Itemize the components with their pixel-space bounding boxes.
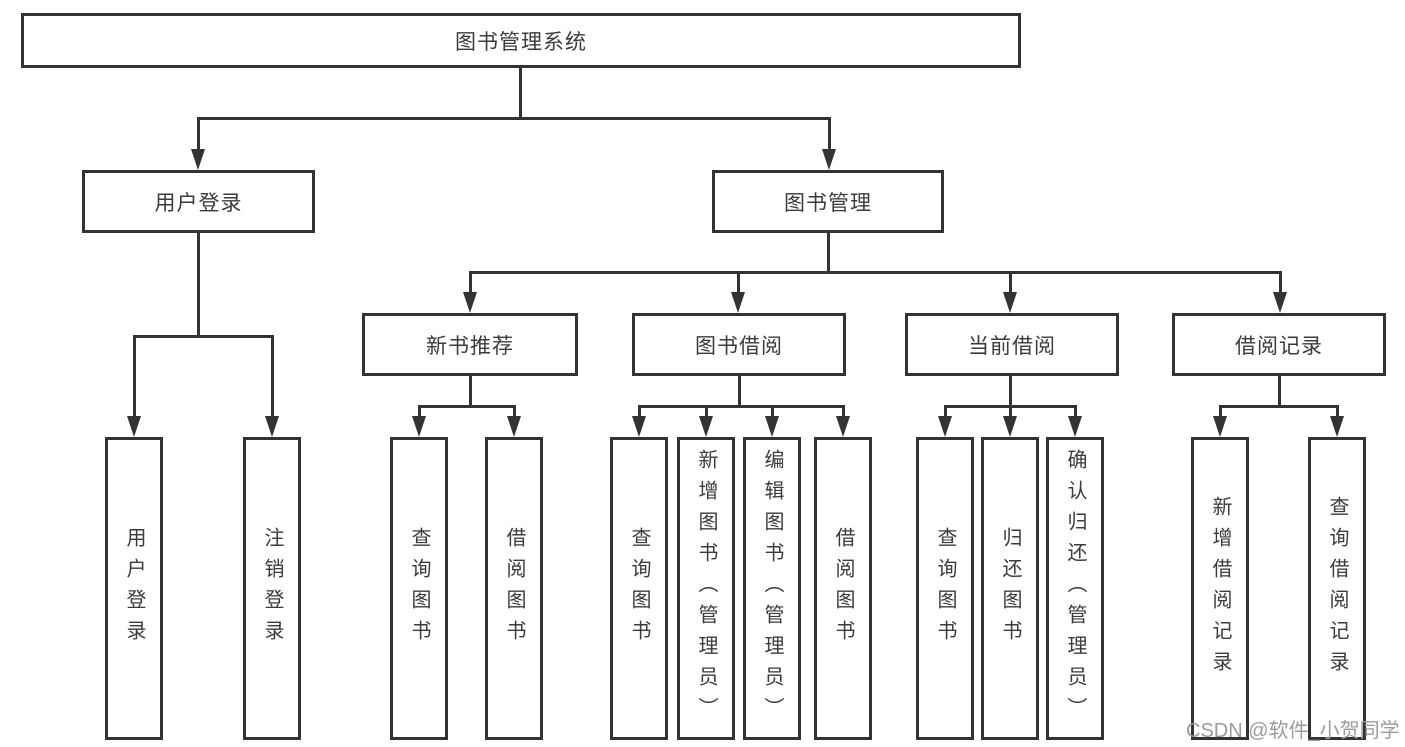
node-new-book-recommend: 新书推荐 bbox=[362, 313, 578, 376]
leaf-add-borrow-record: 新增借阅记录 bbox=[1191, 437, 1249, 740]
leaf-logout-label: 注销登录 bbox=[261, 526, 283, 651]
connector-line bbox=[1009, 405, 1012, 418]
connector-line bbox=[133, 335, 274, 338]
arrowhead bbox=[265, 416, 279, 437]
connector-line bbox=[418, 405, 421, 418]
connector-line bbox=[771, 405, 774, 418]
leaf-query-books-borrow: 查询图书 bbox=[610, 437, 668, 740]
connector-line bbox=[1074, 405, 1077, 418]
connector-line bbox=[1278, 376, 1281, 407]
node-user-login: 用户登录 bbox=[82, 170, 315, 233]
arrowhead bbox=[412, 416, 426, 437]
connector-line bbox=[1009, 271, 1012, 294]
connector-line bbox=[271, 335, 274, 417]
leaf-query-books-current: 查询图书 bbox=[916, 437, 974, 740]
node-borrow-records-label: 借阅记录 bbox=[1235, 334, 1323, 358]
leaf-return-book-label: 归还图书 bbox=[999, 526, 1021, 651]
root-node: 图书管理系统 bbox=[21, 13, 1021, 68]
node-book-management-label: 图书管理 bbox=[784, 191, 872, 215]
connector-line bbox=[638, 405, 641, 418]
connector-line bbox=[1336, 405, 1339, 418]
leaf-query-books-current-label: 查询图书 bbox=[934, 526, 956, 651]
arrowhead bbox=[1068, 416, 1082, 437]
leaf-query-books-borrow-label: 查询图书 bbox=[628, 526, 650, 651]
arrowhead bbox=[765, 416, 779, 437]
connector-line bbox=[133, 335, 136, 417]
connector-line bbox=[827, 232, 830, 273]
connector-line bbox=[1279, 271, 1282, 294]
arrowhead bbox=[938, 416, 952, 437]
connector-line bbox=[197, 117, 200, 151]
leaf-edit-book-admin: 编辑图书（管理员） bbox=[743, 437, 801, 740]
connector-line bbox=[1219, 405, 1339, 408]
arrowhead bbox=[836, 416, 850, 437]
leaf-add-borrow-record-label: 新增借阅记录 bbox=[1209, 495, 1231, 682]
connector-line bbox=[944, 405, 947, 418]
root-node-label: 图书管理系统 bbox=[455, 30, 587, 54]
connector-line bbox=[828, 117, 831, 151]
csdn-watermark: CSDN @软件_小贺同学 bbox=[1186, 720, 1400, 742]
leaf-borrow-books-label: 借阅图书 bbox=[832, 526, 854, 651]
node-new-book-recommend-label: 新书推荐 bbox=[426, 334, 514, 358]
connector-line bbox=[469, 376, 472, 407]
connector-line bbox=[705, 405, 708, 418]
arrowhead bbox=[1003, 416, 1017, 437]
arrowhead bbox=[632, 416, 646, 437]
arrowhead bbox=[822, 149, 836, 170]
connector-line bbox=[738, 376, 741, 407]
leaf-borrow-books-recommend-label: 借阅图书 bbox=[503, 526, 525, 651]
connector-line bbox=[513, 405, 516, 418]
node-book-borrow: 图书借阅 bbox=[632, 313, 846, 376]
arrowhead bbox=[507, 416, 521, 437]
connector-line bbox=[519, 68, 522, 118]
node-current-borrow: 当前借阅 bbox=[905, 313, 1119, 376]
node-borrow-records: 借阅记录 bbox=[1172, 313, 1386, 376]
leaf-query-borrow-record-label: 查询借阅记录 bbox=[1326, 495, 1348, 682]
connector-line bbox=[469, 271, 1281, 274]
arrowhead bbox=[1213, 416, 1227, 437]
connector-line bbox=[737, 271, 740, 294]
connector-line bbox=[1009, 376, 1012, 407]
leaf-confirm-return-admin-label: 确认归还（管理员） bbox=[1064, 449, 1086, 728]
node-current-borrow-label: 当前借阅 bbox=[968, 334, 1056, 358]
connector-line bbox=[197, 233, 200, 336]
connector-line bbox=[842, 405, 845, 418]
leaf-logout: 注销登录 bbox=[243, 437, 301, 740]
arrowhead bbox=[1330, 416, 1344, 437]
connector-line bbox=[638, 405, 844, 408]
arrowhead bbox=[127, 416, 141, 437]
leaf-user-login-label: 用户登录 bbox=[123, 526, 145, 651]
node-book-management: 图书管理 bbox=[712, 170, 944, 233]
connector-line bbox=[197, 117, 831, 120]
leaf-borrow-books: 借阅图书 bbox=[814, 437, 872, 740]
leaf-query-books-recommend: 查询图书 bbox=[390, 437, 448, 740]
arrowhead bbox=[191, 149, 205, 170]
leaf-add-book-admin: 新增图书（管理员） bbox=[677, 437, 735, 740]
leaf-user-login: 用户登录 bbox=[105, 437, 163, 740]
connector-line bbox=[1219, 405, 1222, 418]
arrowhead bbox=[699, 416, 713, 437]
arrowhead bbox=[1003, 292, 1017, 313]
leaf-confirm-return-admin: 确认归还（管理员） bbox=[1046, 437, 1104, 740]
arrowhead bbox=[731, 292, 745, 313]
leaf-return-book: 归还图书 bbox=[981, 437, 1039, 740]
leaf-query-borrow-record: 查询借阅记录 bbox=[1308, 437, 1366, 740]
node-book-borrow-label: 图书借阅 bbox=[695, 334, 783, 358]
connector-line bbox=[418, 405, 516, 408]
arrowhead bbox=[1273, 292, 1287, 313]
arrowhead bbox=[463, 292, 477, 313]
leaf-edit-book-admin-label: 编辑图书（管理员） bbox=[761, 449, 783, 728]
leaf-add-book-admin-label: 新增图书（管理员） bbox=[695, 449, 717, 728]
connector-line bbox=[469, 271, 472, 294]
node-user-login-label: 用户登录 bbox=[154, 191, 243, 215]
leaf-borrow-books-recommend: 借阅图书 bbox=[485, 437, 543, 740]
leaf-query-books-recommend-label: 查询图书 bbox=[408, 526, 430, 651]
